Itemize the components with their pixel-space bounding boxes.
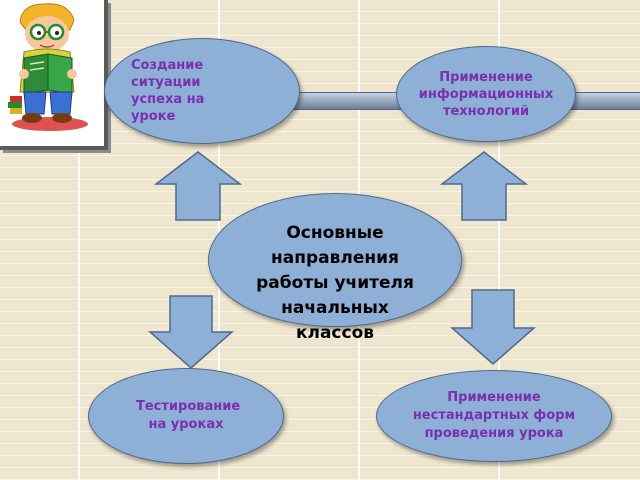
node-success-situation: Создание ситуации успеха на уроке [104,38,300,144]
node-nonstandard-lessons: Применение нестандартных форм проведения… [376,370,612,462]
node-main-directions-label: Основные направления работы учителя нача… [256,222,414,343]
node-nonstandard-lessons-label: Применение нестандартных форм проведения… [412,390,576,441]
down-arrow-right-icon [450,289,536,365]
down-arrow-left-icon [148,295,234,369]
node-success-situation-label: Создание ситуации успеха на уроке [131,58,205,124]
boy-reading-book-icon [8,3,88,131]
up-arrow-left-icon [154,151,242,221]
node-information-technologies-label: Применение информационных технологий [418,69,554,119]
up-arrow-right-icon [440,151,528,221]
boy-reading-picture-frame [0,0,108,150]
node-information-technologies: Применение информационных технологий [396,46,576,142]
node-testing: Тестирование на уроках [88,368,284,464]
node-main-directions: Основные направления работы учителя нача… [208,193,462,343]
node-testing-label: Тестирование на уроках [136,399,241,432]
